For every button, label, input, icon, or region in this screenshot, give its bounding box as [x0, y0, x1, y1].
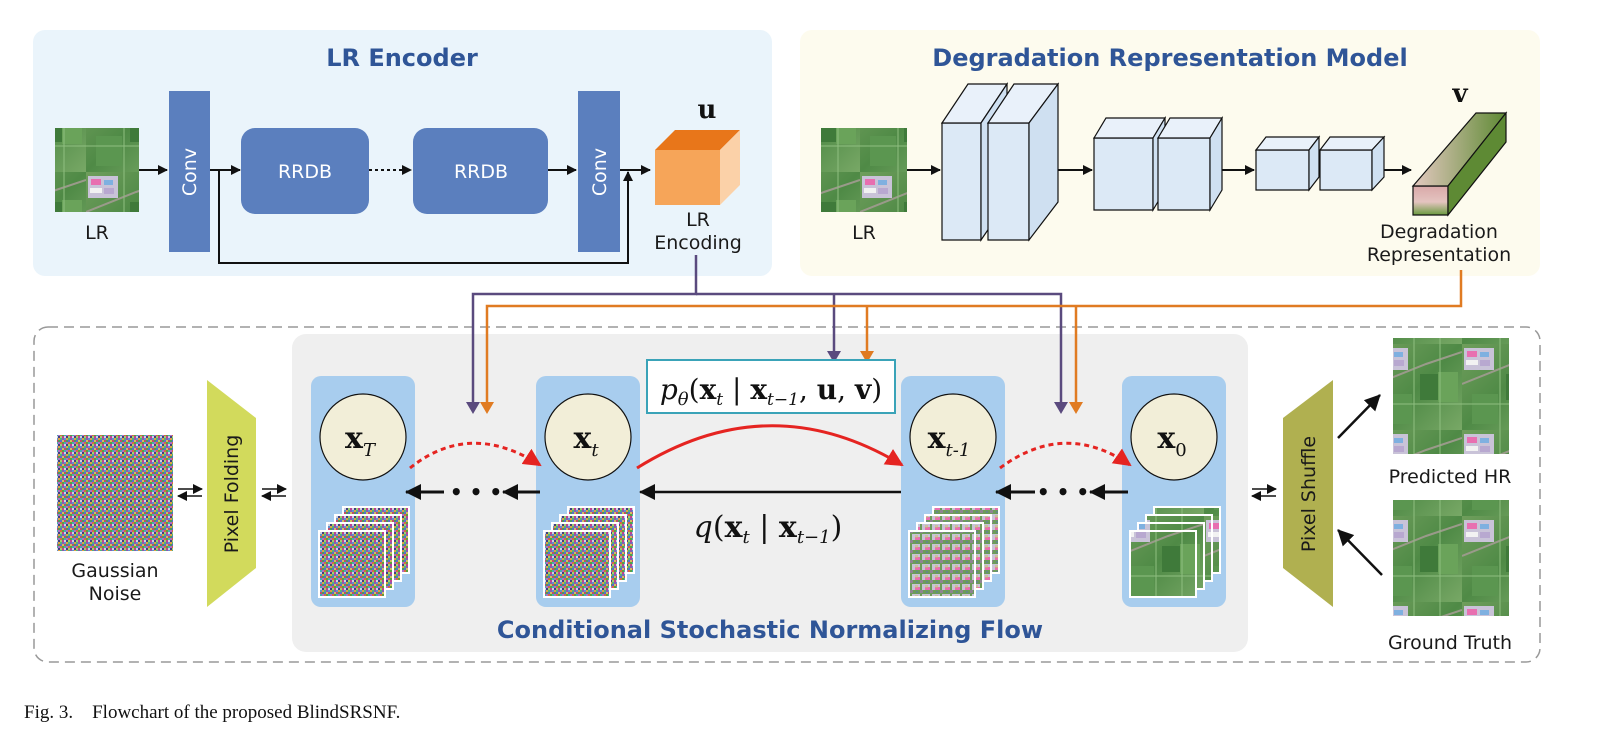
pixel-folding-block [207, 380, 256, 607]
pixel-shuffle-block [1283, 380, 1333, 607]
output-arrow-ground-truth [1337, 529, 1383, 576]
lr-encoding-label-2: Encoding [654, 232, 742, 254]
state-label-T: xT [345, 421, 377, 461]
ground-truth-label: Ground Truth [1388, 632, 1512, 654]
predicted-hr-label: Predicted HR [1389, 466, 1512, 488]
conv-label-1: Conv [179, 148, 201, 196]
skip-connection [218, 170, 633, 264]
predicted-hr-image [1393, 338, 1509, 454]
rrdb-block-2 [413, 128, 548, 214]
ellipsis-2: • • • [1037, 480, 1089, 504]
lr-encoding-cube [655, 130, 740, 205]
state-label-0: x0 [1157, 421, 1186, 461]
pixel-shuffle-label: Pixel Shuffle [1298, 436, 1320, 552]
degradation-label-1: Degradation [1380, 221, 1498, 243]
state-card-T [311, 376, 415, 607]
v-symbol: v [1451, 79, 1468, 109]
rrdb-label-2: RRDB [454, 161, 508, 183]
conv-label-2: Conv [589, 148, 611, 196]
red-forward-arrow [636, 424, 904, 470]
figure-caption: Fig. 3. Flowchart of the proposed BlindS… [24, 702, 401, 723]
degradation-input-label: LR [852, 222, 876, 244]
ellipsis-1: • • • [450, 480, 502, 504]
lr-input-image [55, 128, 139, 212]
rrdb-label-1: RRDB [278, 161, 332, 183]
conv-block-2 [578, 91, 620, 252]
state-card-0 [1122, 376, 1226, 607]
flowchart-diagram: LR Encoder LR Conv RRDB RRDB Conv u LR E… [33, 30, 1541, 663]
feature-block-small [1254, 135, 1386, 192]
u-symbol: u [698, 95, 717, 125]
degradation-title: Degradation Representation Model [932, 44, 1407, 72]
gaussian-label-1: Gaussian [71, 560, 158, 582]
v-condition-line [485, 270, 1463, 410]
state-label-t: xt [573, 421, 599, 461]
lr-encoding-label-1: LR [686, 209, 710, 231]
forward-formula: pθ(xt | xt−1, u, v) [660, 373, 882, 410]
rrdb-block-1 [241, 128, 369, 214]
feature-block-medium [1092, 115, 1224, 213]
feature-block-large [940, 82, 1060, 242]
state-label-t-1: xt-1 [928, 421, 971, 461]
flow-title: Conditional Stochastic Normalizing Flow [497, 616, 1043, 644]
ground-truth-image [1393, 500, 1509, 616]
bidirectional-arrow-3 [1251, 484, 1277, 501]
conv-block-1 [169, 91, 210, 252]
bidirectional-arrow-1 [177, 484, 203, 501]
degradation-input-image [821, 128, 907, 212]
degradation-label-2: Representation [1367, 244, 1511, 266]
bidirectional-arrow-2 [261, 484, 287, 501]
pixel-folding-label: Pixel Folding [221, 435, 243, 554]
degradation-vector [1411, 111, 1508, 217]
u-condition-line [471, 255, 698, 410]
gaussian-label-2: Noise [89, 583, 142, 605]
state-card-t [536, 376, 640, 607]
forward-formula-box [646, 359, 896, 414]
state-card-t-1 [901, 376, 1005, 607]
gaussian-noise-image [57, 435, 173, 551]
lr-input-label: LR [85, 222, 109, 244]
flow-outer-panel [33, 326, 1541, 663]
lr-encoder-title: LR Encoder [326, 44, 478, 72]
output-arrow-predicted [1337, 394, 1381, 439]
reverse-formula: q(xt | xt−1) [694, 510, 843, 548]
